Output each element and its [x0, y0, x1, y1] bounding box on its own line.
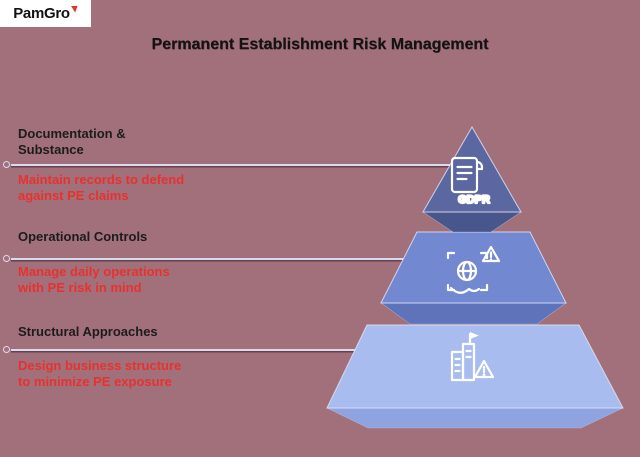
level-2-desc-line-1: Manage daily operations: [18, 264, 170, 279]
connector-dot-2: [3, 255, 10, 262]
level-1-heading-line-1: Documentation &: [18, 126, 126, 141]
pyramid-tier-middle-face: [380, 231, 567, 304]
level-3-desc-line-1: Design business structure: [18, 358, 182, 373]
level-2-heading: Operational Controls: [18, 229, 147, 245]
level-3-heading-line-1: Structural Approaches: [18, 324, 158, 339]
level-2-description: Manage daily operations with PE risk in …: [18, 264, 170, 296]
building-alert-icon: [450, 332, 495, 382]
level-3-desc-line-2: to minimize PE exposure: [18, 374, 172, 389]
level-1-heading: Documentation & Substance: [18, 126, 126, 158]
logo-accent-mark: [70, 5, 78, 13]
level-1-desc-line-1: Maintain records to defend: [18, 172, 185, 187]
logo: PamGro: [0, 0, 91, 27]
pyramid-tier-top-shade: [422, 211, 522, 233]
level-2-desc-line-2: with PE risk in mind: [18, 280, 142, 295]
gdpr-document-icon: GDPR: [450, 156, 491, 207]
gdpr-label: GDPR: [458, 194, 490, 206]
map-alert-icon: [446, 245, 501, 294]
pyramid-tier-bottom-face: [326, 324, 624, 409]
pyramid-tier-bottom-shade: [326, 407, 624, 429]
level-3-description: Design business structure to minimize PE…: [18, 358, 181, 390]
pyramid-tier-top: GDPR: [422, 125, 522, 233]
pyramid-tier-bottom: [326, 324, 624, 429]
level-1-description: Maintain records to defend against PE cl…: [18, 172, 184, 204]
level-3-heading: Structural Approaches: [18, 324, 158, 340]
connector-dot-1: [3, 161, 10, 168]
pyramid-tier-middle: [380, 231, 567, 325]
connector-line-1: [11, 164, 450, 166]
level-2-heading-line-1: Operational Controls: [18, 229, 148, 244]
level-1-heading-line-2: Substance: [18, 142, 84, 157]
logo-text: PamGro: [13, 5, 70, 22]
pyramid-tier-middle-shade: [380, 302, 567, 325]
connector-line-3: [11, 349, 355, 351]
page-title: Permanent Establishment Risk Management: [151, 36, 489, 53]
level-1-desc-line-2: against PE claims: [18, 188, 129, 203]
connector-dot-3: [3, 346, 10, 353]
pyramid-tier-top-face: [422, 125, 522, 213]
connector-line-2: [11, 258, 403, 260]
